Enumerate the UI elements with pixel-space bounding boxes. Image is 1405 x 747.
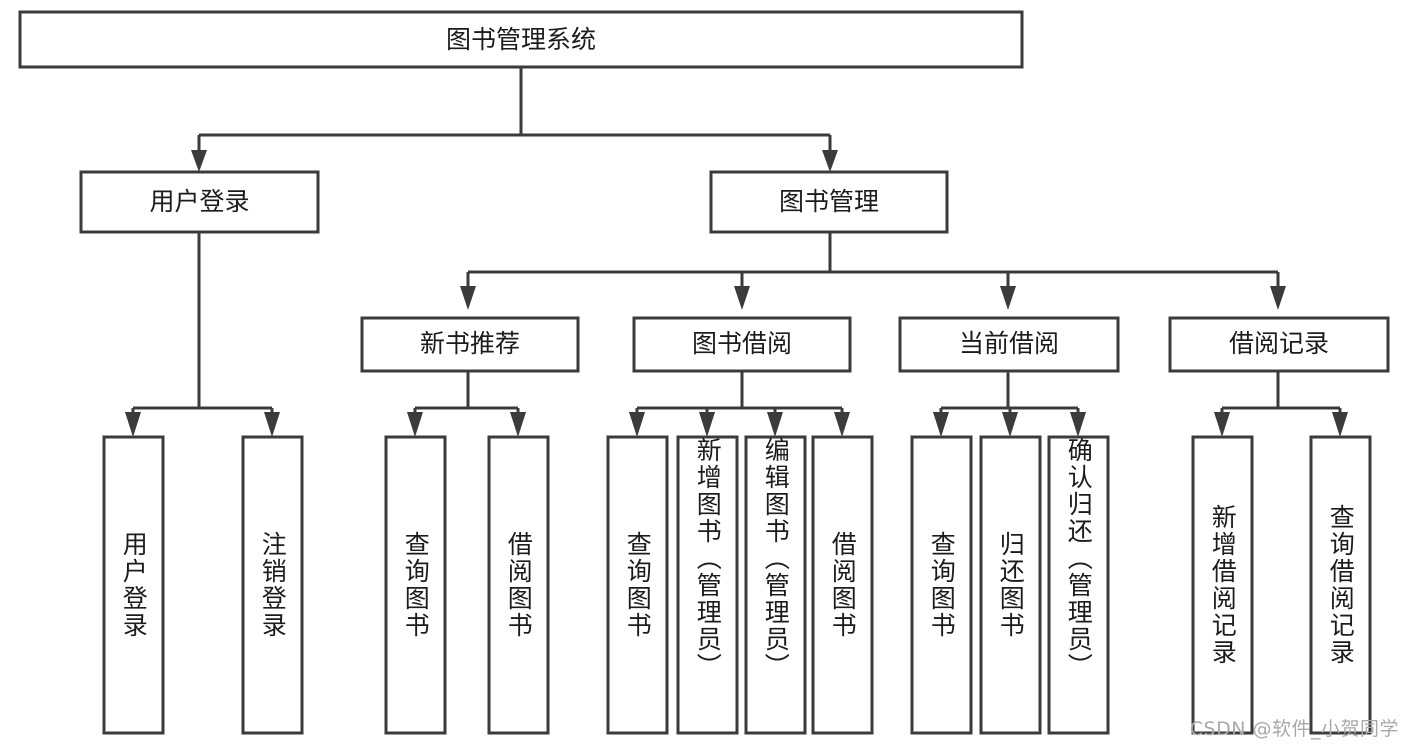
arrow-head-leaf-query-book-1 <box>407 412 423 437</box>
arrow-head-leaf-edit-book <box>767 412 783 437</box>
node-label-borrow-record: 借阅记录 <box>1229 329 1329 358</box>
node-box-leaf-return-book[interactable] <box>979 435 1042 735</box>
node-box-leaf-logout[interactable] <box>241 435 304 735</box>
node-box-borrow-record[interactable] <box>1168 316 1390 373</box>
arrow-head-leaf-query-book-2 <box>629 412 645 437</box>
node-box-root[interactable] <box>18 10 1024 69</box>
arrow-head-current-borrow <box>1000 286 1016 310</box>
arrow-head-leaf-borrow-book-1 <box>510 412 526 437</box>
node-label-root: 图书管理系统 <box>446 25 596 54</box>
node-box-leaf-query-record[interactable] <box>1309 435 1372 735</box>
node-label-current-borrow: 当前借阅 <box>959 329 1059 358</box>
node-box-leaf-query-book-1[interactable] <box>384 435 447 735</box>
node-box-book-management[interactable] <box>709 170 949 234</box>
connector-group-new-book-recommend <box>407 371 526 437</box>
connector-group-current-borrow <box>933 371 1086 437</box>
node-box-leaf-edit-book[interactable] <box>744 435 807 735</box>
arrow-head-borrow-record <box>1270 286 1286 310</box>
node-box-leaf-user-login[interactable] <box>102 435 165 735</box>
node-box-leaf-add-book[interactable] <box>676 435 739 735</box>
connector-group-root <box>191 67 838 172</box>
node-box-leaf-confirm-return[interactable] <box>1047 435 1110 735</box>
connector-group-user-login <box>125 232 280 437</box>
arrow-head-leaf-return-book <box>1002 412 1018 437</box>
connector-group-book-management <box>460 232 1286 310</box>
arrow-head-leaf-logout <box>264 412 280 437</box>
node-box-user-login[interactable] <box>79 170 320 234</box>
arrow-head-leaf-query-record <box>1332 412 1348 437</box>
node-box-leaf-query-book-3[interactable] <box>910 435 973 735</box>
node-box-current-borrow[interactable] <box>898 316 1120 373</box>
node-box-leaf-borrow-book-1[interactable] <box>487 435 550 735</box>
arrow-head-new-book-recommend <box>460 286 476 310</box>
arrow-head-leaf-borrow-book-2 <box>834 412 850 437</box>
node-label-user-login: 用户登录 <box>149 187 249 216</box>
arrow-head-leaf-add-record <box>1214 412 1230 437</box>
arrow-head-leaf-query-book-3 <box>933 412 949 437</box>
arrow-head-leaf-confirm-return <box>1070 412 1086 437</box>
node-box-book-borrow[interactable] <box>632 316 852 373</box>
connector-group-borrow-record <box>1214 371 1348 437</box>
node-box-new-book-recommend[interactable] <box>360 316 580 373</box>
connector-group-book-borrow <box>629 371 850 437</box>
arrow-head-user-login <box>191 150 207 172</box>
arrow-head-book-management <box>822 150 838 172</box>
node-label-book-management: 图书管理 <box>779 187 879 216</box>
arrow-head-book-borrow <box>734 286 750 310</box>
node-label-book-borrow: 图书借阅 <box>692 329 792 358</box>
node-box-leaf-add-record[interactable] <box>1191 435 1254 735</box>
watermark-text: CSDN @软件_小贺同学 <box>1189 718 1399 740</box>
arrow-head-leaf-add-book <box>699 412 715 437</box>
node-box-leaf-borrow-book-2[interactable] <box>811 435 874 735</box>
node-label-new-book-recommend: 新书推荐 <box>420 329 520 358</box>
node-box-leaf-query-book-2[interactable] <box>606 435 669 735</box>
arrow-head-leaf-user-login <box>125 412 141 437</box>
